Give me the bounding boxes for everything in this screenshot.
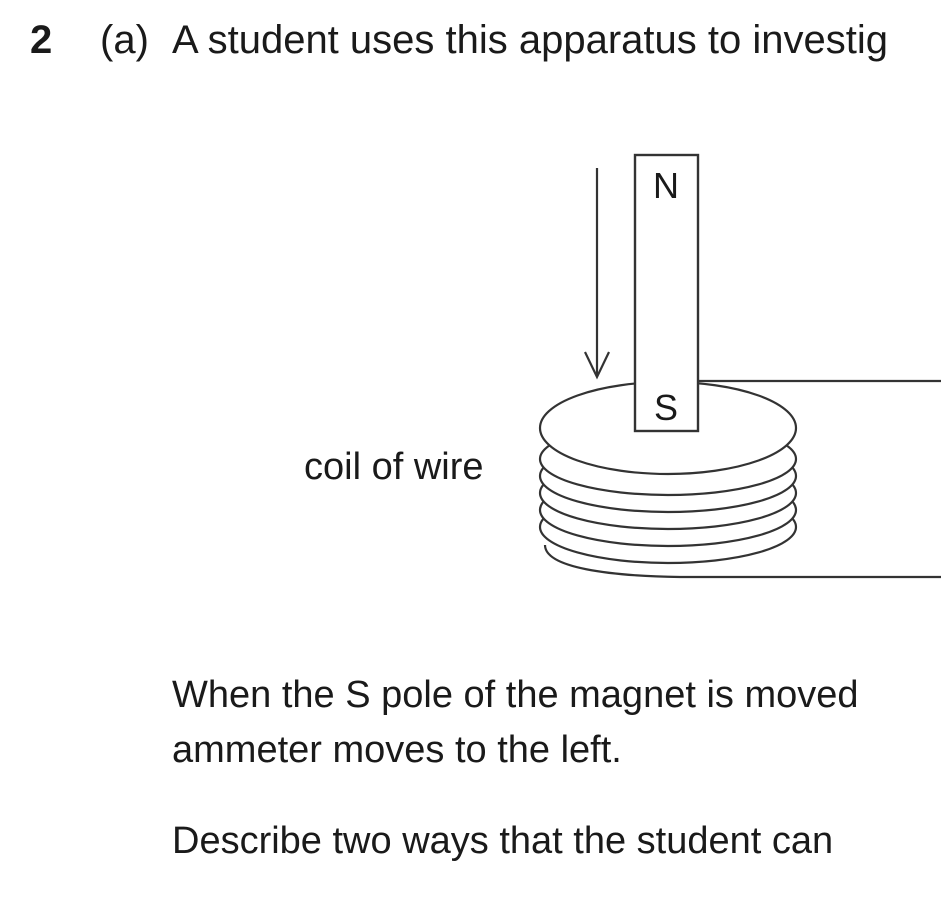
downward-arrow-icon [584,168,610,380]
body-line-1: When the S pole of the magnet is moved [172,674,859,716]
bar-magnet [633,153,700,433]
coil-label: coil of wire [304,446,484,488]
body-line-2: ammeter moves to the left. [172,729,622,771]
question-stem: A student uses this apparatus to investi… [172,18,888,62]
magnet-pole-s: S [654,387,678,428]
coil-of-wire [538,380,798,565]
magnet-pole-n: N [653,165,679,206]
body-line-3: Describe two ways that the student can [172,820,834,862]
question-number: 2 [30,18,52,62]
question-part-label: (a) [100,18,149,62]
wire-bottom-lead [543,544,941,579]
